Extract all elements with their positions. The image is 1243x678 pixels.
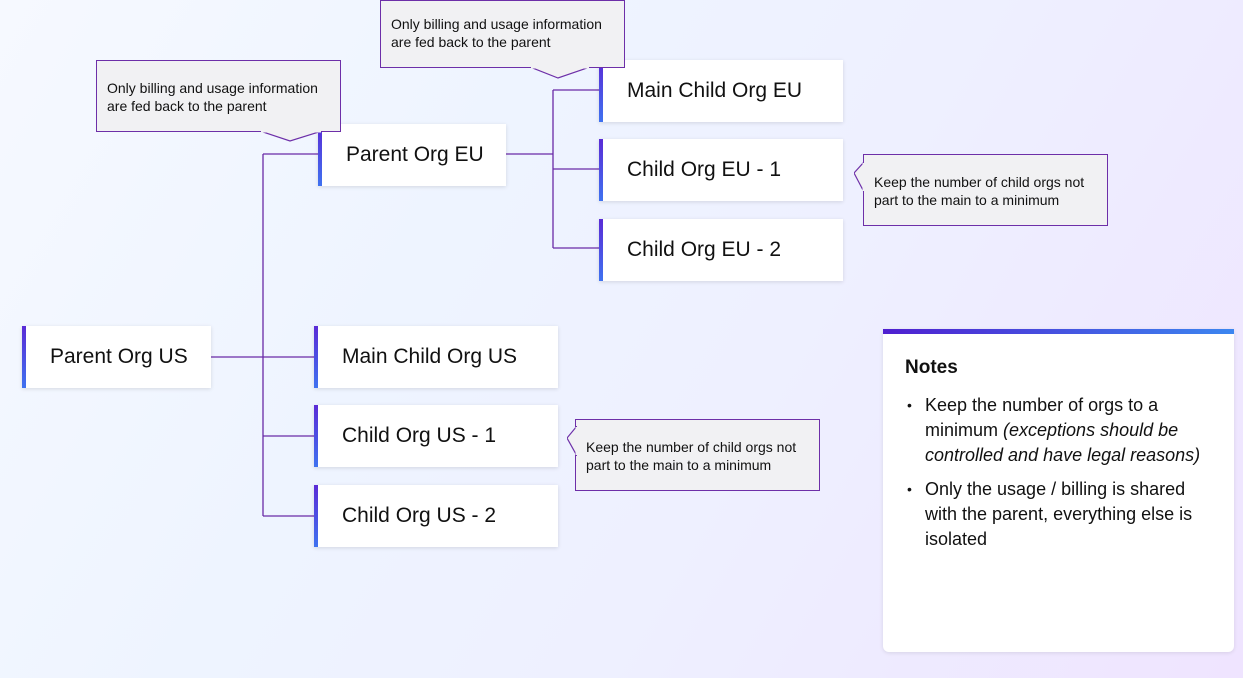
callout-tail <box>567 426 577 456</box>
node-label: Main Child Org EU <box>627 79 803 102</box>
notes-item-italic: (exceptions should be controlled and hav… <box>925 420 1201 465</box>
callout-billing-us: Only billing and usage information are f… <box>96 60 341 132</box>
node-label: Main Child Org US <box>342 345 518 368</box>
notes-list: Keep the number of orgs to a minimum (ex… <box>905 393 1212 552</box>
notes-item-text: Only the usage / billing is shared with … <box>925 479 1193 549</box>
notes-item: Keep the number of orgs to a minimum (ex… <box>907 393 1212 468</box>
callout-line: part to the main to a minimum <box>586 457 772 473</box>
callout-children-us: Keep the number of child orgs not part t… <box>575 419 820 491</box>
callout-tail <box>260 131 322 142</box>
callout-line: Keep the number of child orgs not <box>874 174 1085 190</box>
node-label: Child Org EU - 2 <box>627 238 782 261</box>
callout-line: Keep the number of child orgs not <box>586 439 797 455</box>
callout-line: Only billing and usage information <box>391 16 602 32</box>
node-label: Parent Org EU <box>346 143 484 166</box>
node-label: Child Org US - 2 <box>342 504 497 527</box>
notes-item: Only the usage / billing is shared with … <box>907 477 1212 552</box>
callout-line: part to the main to a minimum <box>874 192 1060 208</box>
callout-line: are fed back to the parent <box>107 98 267 114</box>
callout-line: are fed back to the parent <box>391 34 551 50</box>
callout-billing-eu: Only billing and usage information are f… <box>380 0 625 68</box>
node-child-org-eu-2: Child Org EU - 2 <box>599 219 843 281</box>
callout-tail <box>530 67 590 79</box>
notes-panel: Notes Keep the number of orgs to a minim… <box>883 329 1234 652</box>
node-child-org-eu-1: Child Org EU - 1 <box>599 139 843 201</box>
node-parent-org-eu: Parent Org EU <box>318 124 506 186</box>
callout-children-eu: Keep the number of child orgs not part t… <box>863 154 1108 226</box>
notes-title: Notes <box>905 357 958 378</box>
node-main-child-org-us: Main Child Org US <box>314 326 558 388</box>
notes-item-text: Keep the number of orgs to a minimum <box>925 395 1159 440</box>
node-label: Child Org US - 1 <box>342 424 497 447</box>
node-label: Parent Org US <box>50 345 188 368</box>
node-label: Child Org EU - 1 <box>627 158 782 181</box>
node-child-org-us-2: Child Org US - 2 <box>314 485 558 547</box>
callout-line: Only billing and usage information <box>107 80 318 96</box>
node-main-child-org-eu: Main Child Org EU <box>599 60 843 122</box>
node-child-org-us-1: Child Org US - 1 <box>314 405 558 467</box>
callout-tail <box>854 162 864 192</box>
node-parent-org-us: Parent Org US <box>22 326 211 388</box>
